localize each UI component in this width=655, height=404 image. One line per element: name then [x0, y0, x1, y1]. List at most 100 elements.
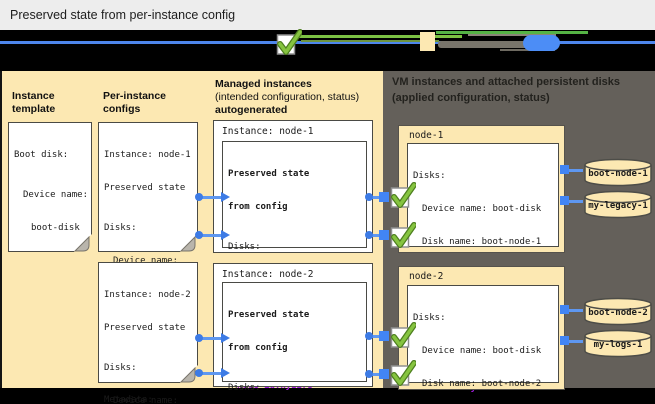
preserved-line-1: Preserved state	[228, 169, 310, 179]
disk-connector-square	[560, 196, 569, 205]
instance-line: Instance: node-1	[222, 126, 314, 137]
disk-connector-line	[567, 309, 583, 312]
disk-cylinder-boot-node-1: boot-node-1	[582, 157, 654, 192]
legend-band	[0, 29, 655, 71]
disks-label: Disks:	[104, 223, 137, 233]
instance-template-box: Boot disk: Device name: boot-disk	[8, 122, 93, 253]
disk-label: my-legacy-1	[588, 201, 648, 211]
disk-connector-line	[567, 169, 583, 172]
header-per-instance-configs: Per-instance configs	[103, 90, 167, 115]
legend-green-line	[297, 35, 462, 38]
state-line: Preserved state	[104, 323, 186, 333]
diagram-title: Preserved state from per-instance config	[10, 8, 236, 22]
disk-label: boot-node-1	[588, 169, 648, 179]
device-name-label: Device name:	[113, 256, 179, 266]
connector-dot	[195, 334, 203, 342]
connector-line	[370, 335, 382, 338]
header-instance-template: Instance template	[12, 90, 56, 115]
vm-name: node-2	[409, 271, 444, 282]
disks-label: Disks:	[413, 171, 446, 181]
vm-config-box: Disks: Device name: boot-disk Disk name:…	[407, 285, 559, 389]
preserved-state-box: Preserved state from config Disks: Devic…	[222, 141, 367, 391]
status-check-icon	[390, 182, 416, 208]
cylinder-icon	[584, 329, 652, 358]
connector-dot	[195, 231, 203, 239]
connector-square	[379, 192, 389, 202]
device-name-label: Device name:	[113, 396, 179, 404]
instance-line: Instance: node-2	[104, 290, 191, 300]
cylinder-icon	[584, 190, 652, 219]
disk-cylinder-boot-node-2: boot-node-2	[582, 296, 654, 331]
legend-gray-line	[468, 34, 556, 36]
legend-gray-arrow	[438, 41, 533, 48]
connector-line	[199, 196, 223, 199]
managed-instance-node-1: Instance: node-1 Preserved state from co…	[213, 120, 373, 391]
connector-dot	[365, 231, 373, 239]
instance-line: Instance: node-1	[104, 150, 191, 160]
preserved-state-box: Preserved state from config Disks: Devic…	[222, 282, 367, 393]
instance-line: Instance: node-2	[222, 269, 314, 280]
connector-square	[379, 331, 389, 341]
connector-line	[370, 196, 382, 199]
boot-disk-line: Disk name: boot-node-1	[422, 237, 542, 247]
vm-name: node-1	[409, 130, 444, 141]
managed-instance-node-2: Instance: node-2 Preserved state from co…	[213, 263, 373, 393]
disk-connector-line	[567, 200, 583, 203]
connector-dot	[195, 369, 203, 377]
disk-connector-square	[560, 165, 569, 174]
connector-line	[199, 234, 223, 237]
connector-line	[199, 372, 223, 375]
per-instance-config-node-1: Instance: node-1 Preserved state Disks: …	[98, 122, 199, 404]
disk-connector-square	[560, 305, 569, 314]
status-check-icon	[390, 322, 416, 348]
vm-config-box: Disks: Device name: boot-disk Disk name:…	[407, 143, 559, 393]
bottom-frame	[0, 388, 655, 404]
metadata-pill-icon	[523, 35, 560, 51]
connector-line	[199, 337, 223, 340]
disks-label: Disks:	[228, 383, 261, 393]
vm-node-2: node-2 Disks: Device name: boot-disk Dis…	[398, 266, 565, 390]
page-fold-icon	[73, 233, 93, 253]
disks-label: Disks:	[104, 363, 137, 373]
legend-green-line-3	[436, 31, 588, 34]
cylinder-icon	[584, 297, 652, 326]
arrow-right-icon	[221, 230, 230, 240]
page-fold-icon	[179, 233, 199, 253]
per-instance-config-swatch	[420, 32, 435, 51]
cylinder-icon	[584, 158, 652, 187]
arrow-right-icon	[221, 192, 230, 202]
page-fold-icon	[179, 364, 199, 384]
connector-dot	[365, 332, 373, 340]
arrow-right-icon	[221, 368, 230, 378]
preserved-line-2: from config	[228, 343, 288, 353]
disk-cylinder-my-legacy-1: my-legacy-1	[582, 189, 654, 224]
device-name-value: boot-disk	[31, 223, 80, 233]
disks-label: Disks:	[413, 313, 446, 323]
connector-square	[379, 230, 389, 240]
header-vm-instances: VM instances and attached persistent dis…	[392, 76, 621, 104]
checkbox-check-icon	[276, 29, 302, 55]
connector-square	[379, 369, 389, 379]
title-bar: Preserved state from per-instance config	[0, 0, 655, 30]
boot-disk-label: Boot disk:	[14, 150, 69, 160]
arrow-right-icon	[221, 333, 230, 343]
legend-blue-line	[0, 41, 655, 44]
preserved-line-1: Preserved state	[228, 310, 310, 320]
disk-connector-line	[567, 340, 583, 343]
disk-connector-square	[560, 336, 569, 345]
status-check-icon	[390, 360, 416, 386]
connector-dot	[365, 193, 373, 201]
boot-disk-line: Disk name: boot-node-2	[422, 379, 542, 389]
state-line: Preserved state	[104, 183, 186, 193]
vm-node-1: node-1 Disks: Device name: boot-disk Dis…	[398, 125, 565, 393]
boot-device-line: Device name: boot-disk	[422, 346, 542, 356]
header-managed-instances: Managed instances (intended configuratio…	[215, 78, 360, 116]
disks-label: Disks:	[228, 242, 261, 252]
status-check-icon	[390, 222, 416, 248]
legend-green-line-2	[301, 40, 439, 42]
connector-line	[370, 373, 382, 376]
disk-cylinder-my-logs-1: my-logs-1	[582, 328, 654, 363]
connector-dot	[195, 193, 203, 201]
connector-dot	[365, 370, 373, 378]
